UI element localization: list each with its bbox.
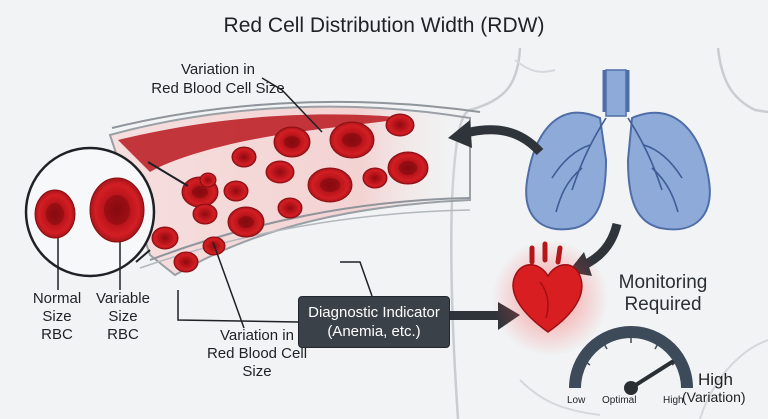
page-title: Red Cell Distribution Width (RDW): [223, 14, 545, 37]
label-variable-rbc: Variable Size RBC: [96, 290, 150, 343]
diagnostic-line1: Diagnostic Indicator: [308, 304, 440, 321]
rbc-cell: [199, 172, 217, 188]
label-variation-bottom: Variation in Red Blood Cell Size: [206, 327, 308, 380]
rbc-cell: [265, 160, 295, 184]
rbc-cell: [151, 226, 179, 250]
rbc-cell: [192, 203, 218, 225]
monitoring-required-label: Monitoring Required: [618, 272, 708, 315]
rbc-cell: [223, 180, 249, 202]
rbc-cell: [277, 197, 303, 219]
gauge-variation-label: (Variation): [682, 389, 746, 405]
gauge-needle: [629, 360, 674, 390]
diagnostic-indicator-box: Diagnostic Indicator (Anemia, etc.): [298, 296, 450, 348]
rbc-cell: [173, 251, 199, 273]
rbc-cell: [362, 167, 388, 189]
gauge-optimal-label: Optimal: [602, 395, 637, 406]
label-normal-rbc: Normal Size RBC: [32, 290, 82, 343]
diagnostic-line2: (Anemia, etc.): [327, 323, 421, 340]
label-variation-top: Variation in Red Blood Cell Size: [151, 61, 285, 97]
gauge-high-heading: High: [698, 370, 733, 389]
rbc-cell: [385, 113, 415, 137]
gauge-high-label: High: [663, 395, 684, 406]
gauge-low-label: Low: [567, 395, 586, 406]
rbc-cell: [231, 146, 257, 168]
